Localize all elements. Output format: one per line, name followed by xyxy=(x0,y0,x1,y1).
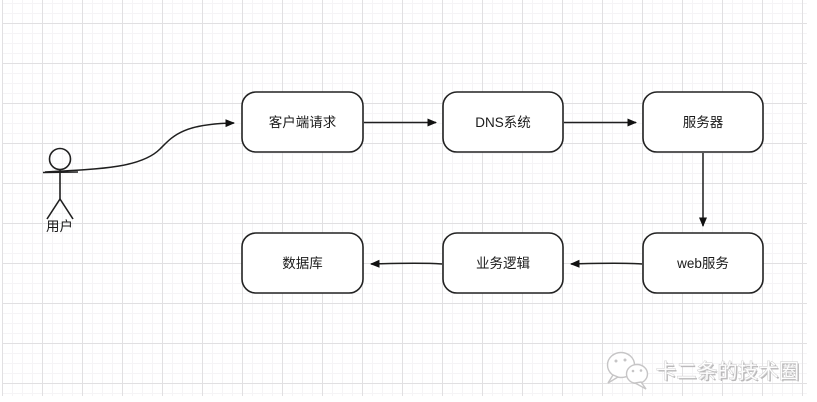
wechat-icon-big-tail xyxy=(607,374,620,384)
edge-business-logic-to-database xyxy=(370,259,443,268)
wechat-icon-big-eye-left xyxy=(614,359,618,363)
node-dns-system-shape xyxy=(442,91,564,153)
edge-user-to-client-request xyxy=(44,119,235,173)
node-client-request-label: 客户端请求 xyxy=(269,114,337,130)
node-server: 服务器 xyxy=(642,91,764,153)
node-client-request: 客户端请求 xyxy=(241,91,364,153)
node-business-logic: 业务逻辑 xyxy=(442,232,564,294)
node-server-shape xyxy=(642,91,764,153)
wechat-icon-small-bubble xyxy=(625,363,649,385)
wechat-icon-big-eye-right xyxy=(623,358,627,362)
node-client-request-shape xyxy=(241,91,364,153)
node-database: 数据库 xyxy=(241,232,364,294)
watermark-text-shadow: 卡二条的技术圈 xyxy=(658,362,802,385)
edge-web-service-to-business-logic xyxy=(570,259,643,268)
node-web-service: web服务 xyxy=(642,232,764,294)
node-database-label: 数据库 xyxy=(282,256,323,271)
node-database-shape xyxy=(241,232,364,294)
node-web-service-shape xyxy=(642,232,764,294)
node-business-logic-label: 业务逻辑 xyxy=(476,256,530,271)
wechat-icon-small-eye-left xyxy=(631,369,635,373)
node-dns-system-label: DNS系统 xyxy=(475,115,531,130)
grid-background xyxy=(2,0,807,396)
node-business-logic-shape xyxy=(442,232,564,294)
actor-label: 用户 xyxy=(46,218,73,234)
node-dns-system: DNS系统 xyxy=(442,91,564,153)
wechat-icon-small-eye-right xyxy=(639,369,643,372)
stick-figure-legs xyxy=(46,198,74,220)
actor-user: 用户 xyxy=(42,147,79,234)
edges xyxy=(44,118,707,268)
wechat-icon xyxy=(606,351,649,390)
node-web-service-label: web服务 xyxy=(676,256,729,271)
node-server-label: 服务器 xyxy=(683,115,724,130)
wechat-icon-small-tail xyxy=(632,381,647,390)
watermark: 卡二条的技术圈 卡二条的技术圈 xyxy=(606,351,802,390)
watermark-text: 卡二条的技术圈 xyxy=(656,360,800,383)
